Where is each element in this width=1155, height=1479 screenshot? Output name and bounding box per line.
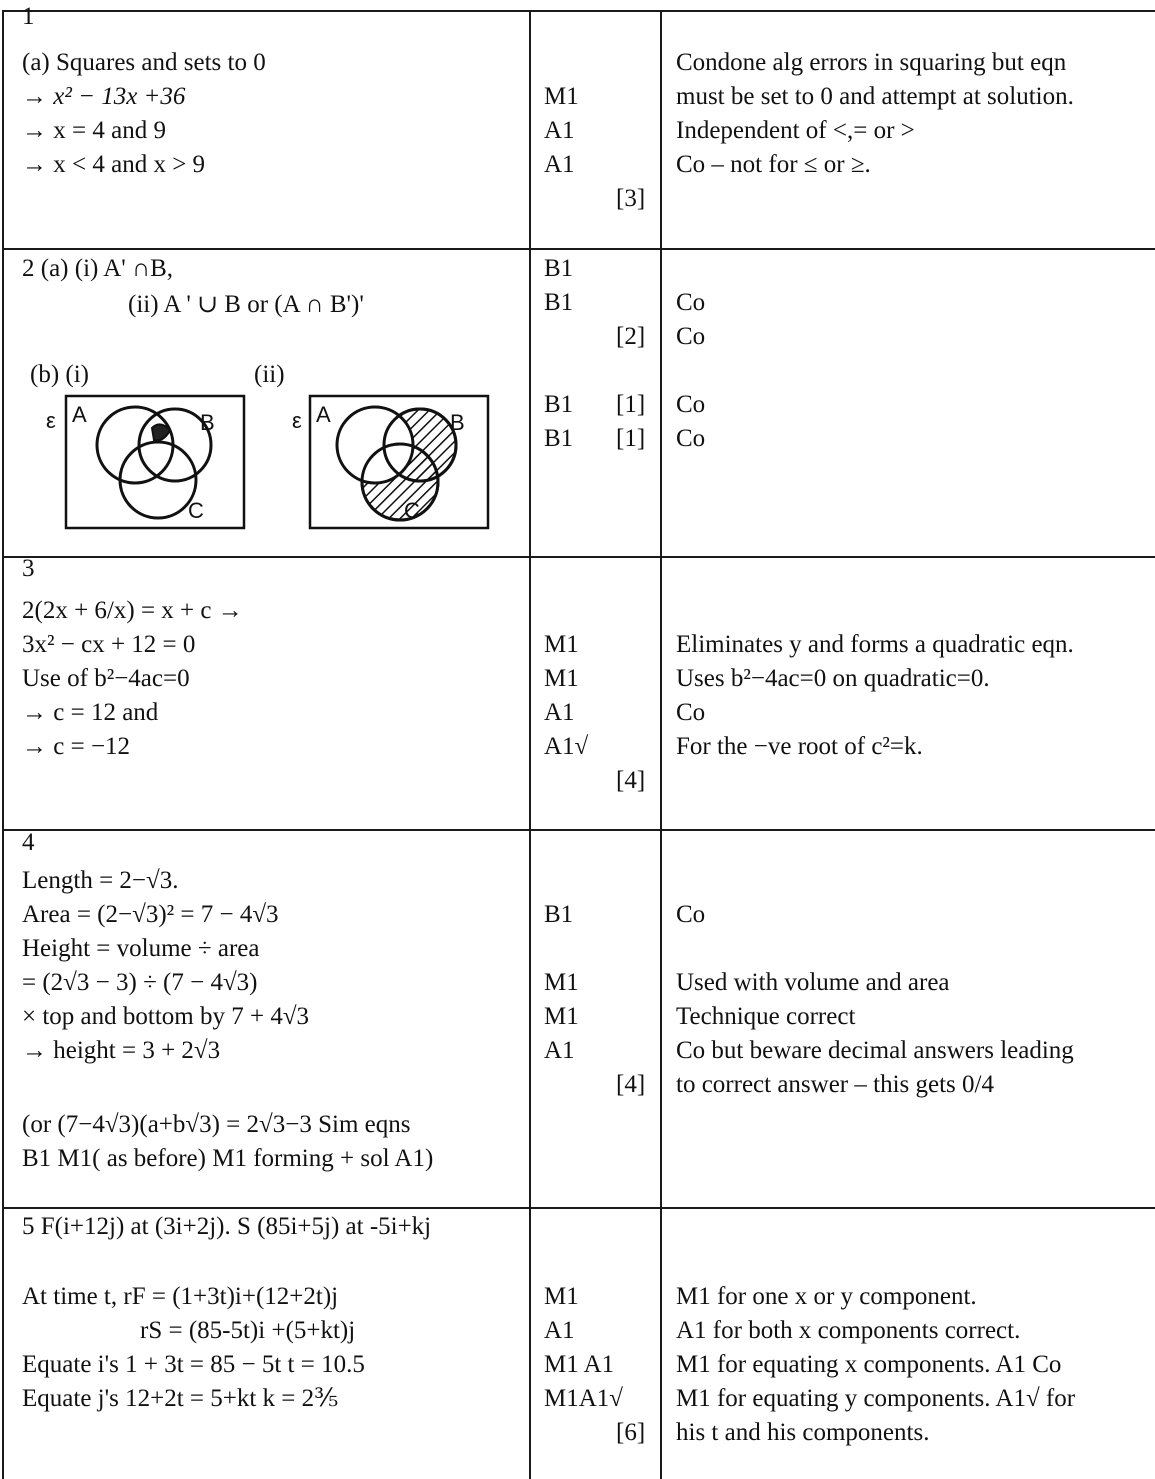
question-number: 5 F(i+12j) at (3i+2j). S (85i+5j) at -5i… [22,1213,432,1240]
mark-code: B1 [544,289,574,316]
working-line: B1 M1( as before) M1 forming + sol A1) [22,1145,434,1172]
guidance-note: his t and his components. [676,1419,930,1446]
working-line: 2 (a) (i) A' ∩B, [22,255,174,282]
mark-code: M1 [544,665,579,692]
mark-total: [1] [616,391,646,418]
row-divider-3 [2,829,1155,831]
guidance-note: Co [676,425,706,452]
mark-total: [3] [616,185,646,212]
guidance-note: For the −ve root of c²=k. [676,733,923,760]
guidance-note: Uses b²−4ac=0 on quadratic=0. [676,665,990,692]
row-divider-1 [2,248,1155,250]
mark-code: A1 [544,117,575,144]
question-number: 1 [22,3,35,30]
mark-total: [2] [616,323,646,350]
working-line: × top and bottom by 7 + 4√3 [22,1003,310,1030]
guidance-note: to correct answer – this gets 0/4 [676,1071,994,1098]
guidance-note: Co [676,901,706,928]
venn-label-c: C [404,498,420,523]
guidance-note: Eliminates y and forms a quadratic eqn. [676,631,1074,658]
guidance-note: Used with volume and area [676,969,950,996]
working-line: Equate j's 12+2t = 5+kt k = 2⅗ [22,1385,339,1412]
mark-total: [4] [616,1071,646,1098]
working-line: Length = 2−√3. [22,867,179,894]
working-line: 3x² − cx + 12 = 0 [22,631,196,658]
venn-label-universal: ε [292,408,302,433]
working-line: → c = 12 and [22,699,159,726]
working-line: (or (7−4√3)(a+b√3) = 2√3−3 Sim eqns [22,1111,411,1138]
guidance-note: Co [676,323,706,350]
mark-code: M1A1√ [544,1385,624,1412]
guidance-note: Technique correct [676,1003,856,1030]
guidance-note: Co [676,391,706,418]
working-line: → height = 3 + 2√3 [22,1037,221,1064]
mark-code: A1 [544,1317,575,1344]
working-line: rS = (85-5t)i +(5+kt)j [140,1317,356,1344]
working-line: At time t, rF = (1+3t)i+(12+2t)j [22,1283,339,1310]
mark-code: B1 [544,255,574,282]
mark-code: M1 [544,1283,579,1310]
working-line: → x² − 13x +36 [22,83,186,110]
working-line: (a) Squares and sets to 0 [22,49,266,76]
working-line: → x = 4 and 9 [22,117,166,144]
mark-code: M1 A1 [544,1351,615,1378]
working-line: 2(2x + 6/x) = x + c → [22,597,243,624]
mark-code: B1 [544,391,574,418]
table-border-left [2,10,4,1479]
mark-code: B1 [544,901,574,928]
venn-label-b: B [200,410,215,435]
column-divider-notes [660,10,662,1479]
mark-code: M1 [544,83,579,110]
guidance-note: M1 for equating x components. A1 Co [676,1351,1062,1378]
guidance-note: M1 for one x or y component. [676,1283,977,1310]
mark-code: A1 [544,1037,575,1064]
venn-label-universal: ε [46,408,56,433]
venn-diagram-ii: A B C ε [292,394,490,530]
venn-label-c: C [188,498,204,523]
mark-total: [4] [616,767,646,794]
venn-diagram-i: A B C ε [46,394,246,530]
guidance-note: Co – not for ≤ or ≥. [676,151,871,178]
mark-code: M1 [544,969,579,996]
question-number: 3 [22,555,35,582]
mark-total: [6] [616,1419,646,1446]
venn-label-b: B [450,410,465,435]
guidance-note: Co [676,699,706,726]
working-line: Height = volume ÷ area [22,935,260,962]
row-divider-2 [2,556,1155,558]
working-line: Area = (2−√3)² = 7 − 4√3 [22,901,279,928]
guidance-note: Condone alg errors in squaring but eqn [676,49,1067,76]
row-divider-4 [2,1207,1155,1209]
column-divider-marks [529,10,531,1479]
working-line: Equate i's 1 + 3t = 85 − 5t t = 10.5 [22,1351,365,1378]
mark-code: A1 [544,699,575,726]
working-line: → x < 4 and x > 9 [22,151,206,178]
guidance-note: Co [676,289,706,316]
guidance-note: Independent of <,= or > [676,117,915,144]
part-label: (b) (i) [30,361,89,388]
guidance-note: Co but beware decimal answers leading [676,1037,1074,1064]
table-border-top [2,10,1155,12]
part-label: (ii) [254,361,285,388]
question-number: 4 [22,829,35,856]
mark-code: B1 [544,425,574,452]
mark-code: A1 [544,151,575,178]
mark-code: A1√ [544,733,589,760]
working-line: → c = −12 [22,733,131,760]
working-line: Use of b²−4ac=0 [22,665,190,692]
guidance-note: M1 for equating y components. A1√ for [676,1385,1076,1412]
mark-code: M1 [544,1003,579,1030]
guidance-note: must be set to 0 and attempt at solution… [676,83,1074,110]
working-line: (ii) A ' ∪ B or (A ∩ B')' [128,291,364,318]
mark-code: M1 [544,631,579,658]
working-line: = (2√3 − 3) ÷ (7 − 4√3) [22,969,258,996]
mark-total: [1] [616,425,646,452]
venn-label-a: A [72,402,87,427]
venn-label-a: A [316,402,331,427]
guidance-note: A1 for both x components correct. [676,1317,1021,1344]
